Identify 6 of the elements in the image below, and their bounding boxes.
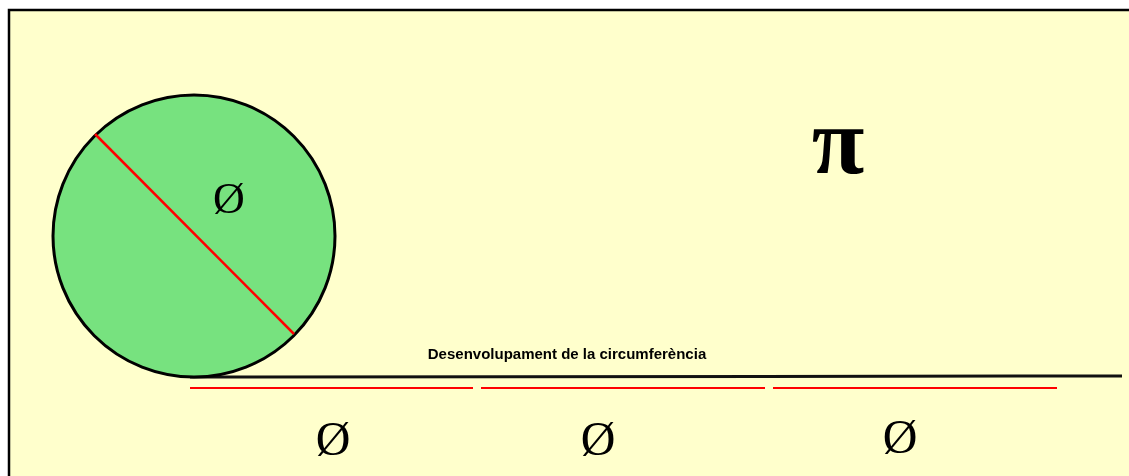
- caption-text: Desenvolupament de la circumferència: [427, 344, 707, 362]
- diameter-symbol: Ø: [315, 410, 351, 466]
- diameter-symbol: Ø: [882, 408, 918, 464]
- diameter-symbol: Ø: [580, 410, 616, 466]
- pi-symbol: π: [811, 85, 865, 196]
- diameter-symbol: Ø: [213, 172, 245, 224]
